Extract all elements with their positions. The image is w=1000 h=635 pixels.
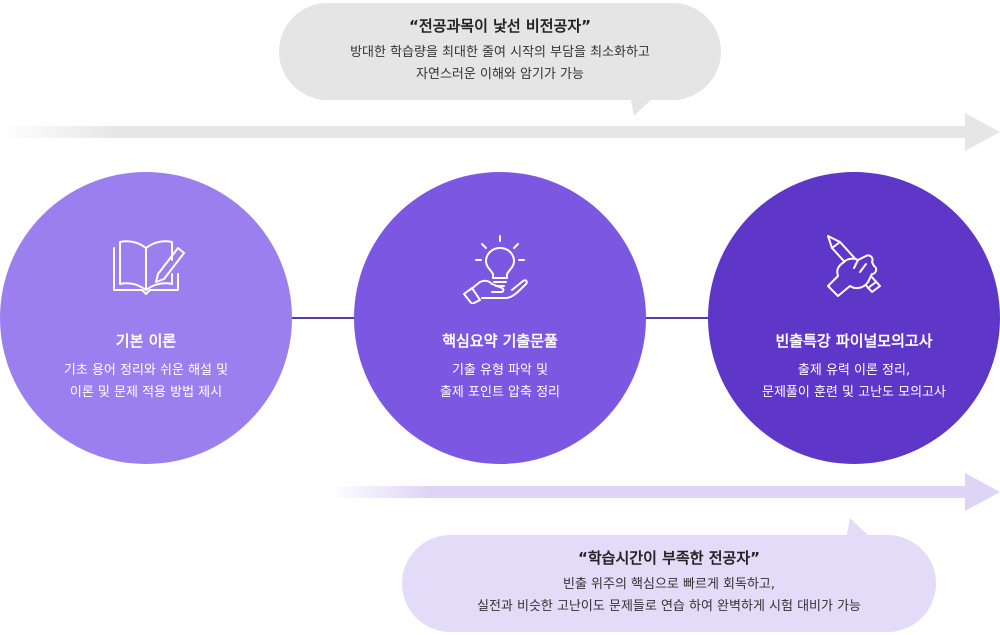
lightbulb-hand-icon [463, 235, 528, 304]
top-progress-arrow [0, 113, 1000, 151]
major-bubble: “학습시간이 부족한 전공자” 빈출 위주의 핵심으로 빠르게 회독하고, 실전… [402, 535, 936, 632]
stage-2-title: 핵심요약 기출문풀 [442, 332, 558, 350]
stage-2-line-1: 기출 유형 파악 및 [451, 363, 549, 378]
non-major-line-2: 자연스러운 이해와 암기가 가능 [416, 67, 584, 82]
bottom-progress-arrow [330, 473, 1000, 511]
major-title: “학습시간이 부족한 전공자” [578, 549, 760, 567]
major-line-1: 빈출 위주의 핵심으로 빠르게 회독하고, [562, 577, 776, 592]
open-book-pencil-icon [113, 240, 185, 295]
stage-1-line-1: 기초 용어 정리와 쉬운 해설 및 [63, 363, 229, 378]
stage-1-title: 기본 이론 [115, 332, 177, 350]
stage-final-mock-exam: 빈출특강 파이널모의고사 출제 유력 이론 정리, 문제풀이 훈련 및 고난도 … [708, 172, 1000, 464]
stage-3-line-2: 문제풀이 훈련 및 고난도 모의고사 [762, 385, 946, 400]
connector-1-2 [290, 317, 356, 319]
stage-3-line-1: 출제 유력 이론 정리, [797, 363, 911, 378]
stage-basic-theory: 기본 이론 기초 용어 정리와 쉬운 해설 및 이론 및 문제 적용 방법 제시 [0, 172, 292, 464]
non-major-bubble-tail [630, 95, 656, 116]
stage-1-description: 기초 용어 정리와 쉬운 해설 및 이론 및 문제 적용 방법 제시 [0, 360, 292, 404]
non-major-line-1: 방대한 학습량을 최대한 줄여 시작의 부담을 최소화하고 [350, 45, 650, 60]
hand-pencil-icon [827, 235, 881, 297]
stage-2-line-2: 출제 포인트 압축 정리 [439, 385, 561, 400]
non-major-bubble: “전공과목이 낯선 비전공자” 방대한 학습량을 최대한 줄여 시작의 부담을 … [279, 3, 721, 100]
non-major-title: “전공과목이 낯선 비전공자” [409, 17, 591, 35]
stage-core-summary: 핵심요약 기출문풀 기출 유형 파악 및 출제 포인트 압축 정리 [354, 172, 646, 464]
stage-3-title: 빈출특강 파이널모의고사 [775, 332, 933, 350]
stage-2-description: 기출 유형 파악 및 출제 포인트 압축 정리 [354, 360, 646, 404]
stage-3-description: 출제 유력 이론 정리, 문제풀이 훈련 및 고난도 모의고사 [708, 360, 1000, 404]
stage-1-line-2: 이론 및 문제 적용 방법 제시 [69, 385, 223, 400]
major-bubble-tail [846, 518, 872, 539]
connector-2-3 [644, 317, 710, 319]
major-line-2: 실전과 비슷한 고난이도 문제들로 연습 하여 완벽하게 시험 대비가 가능 [476, 599, 862, 614]
